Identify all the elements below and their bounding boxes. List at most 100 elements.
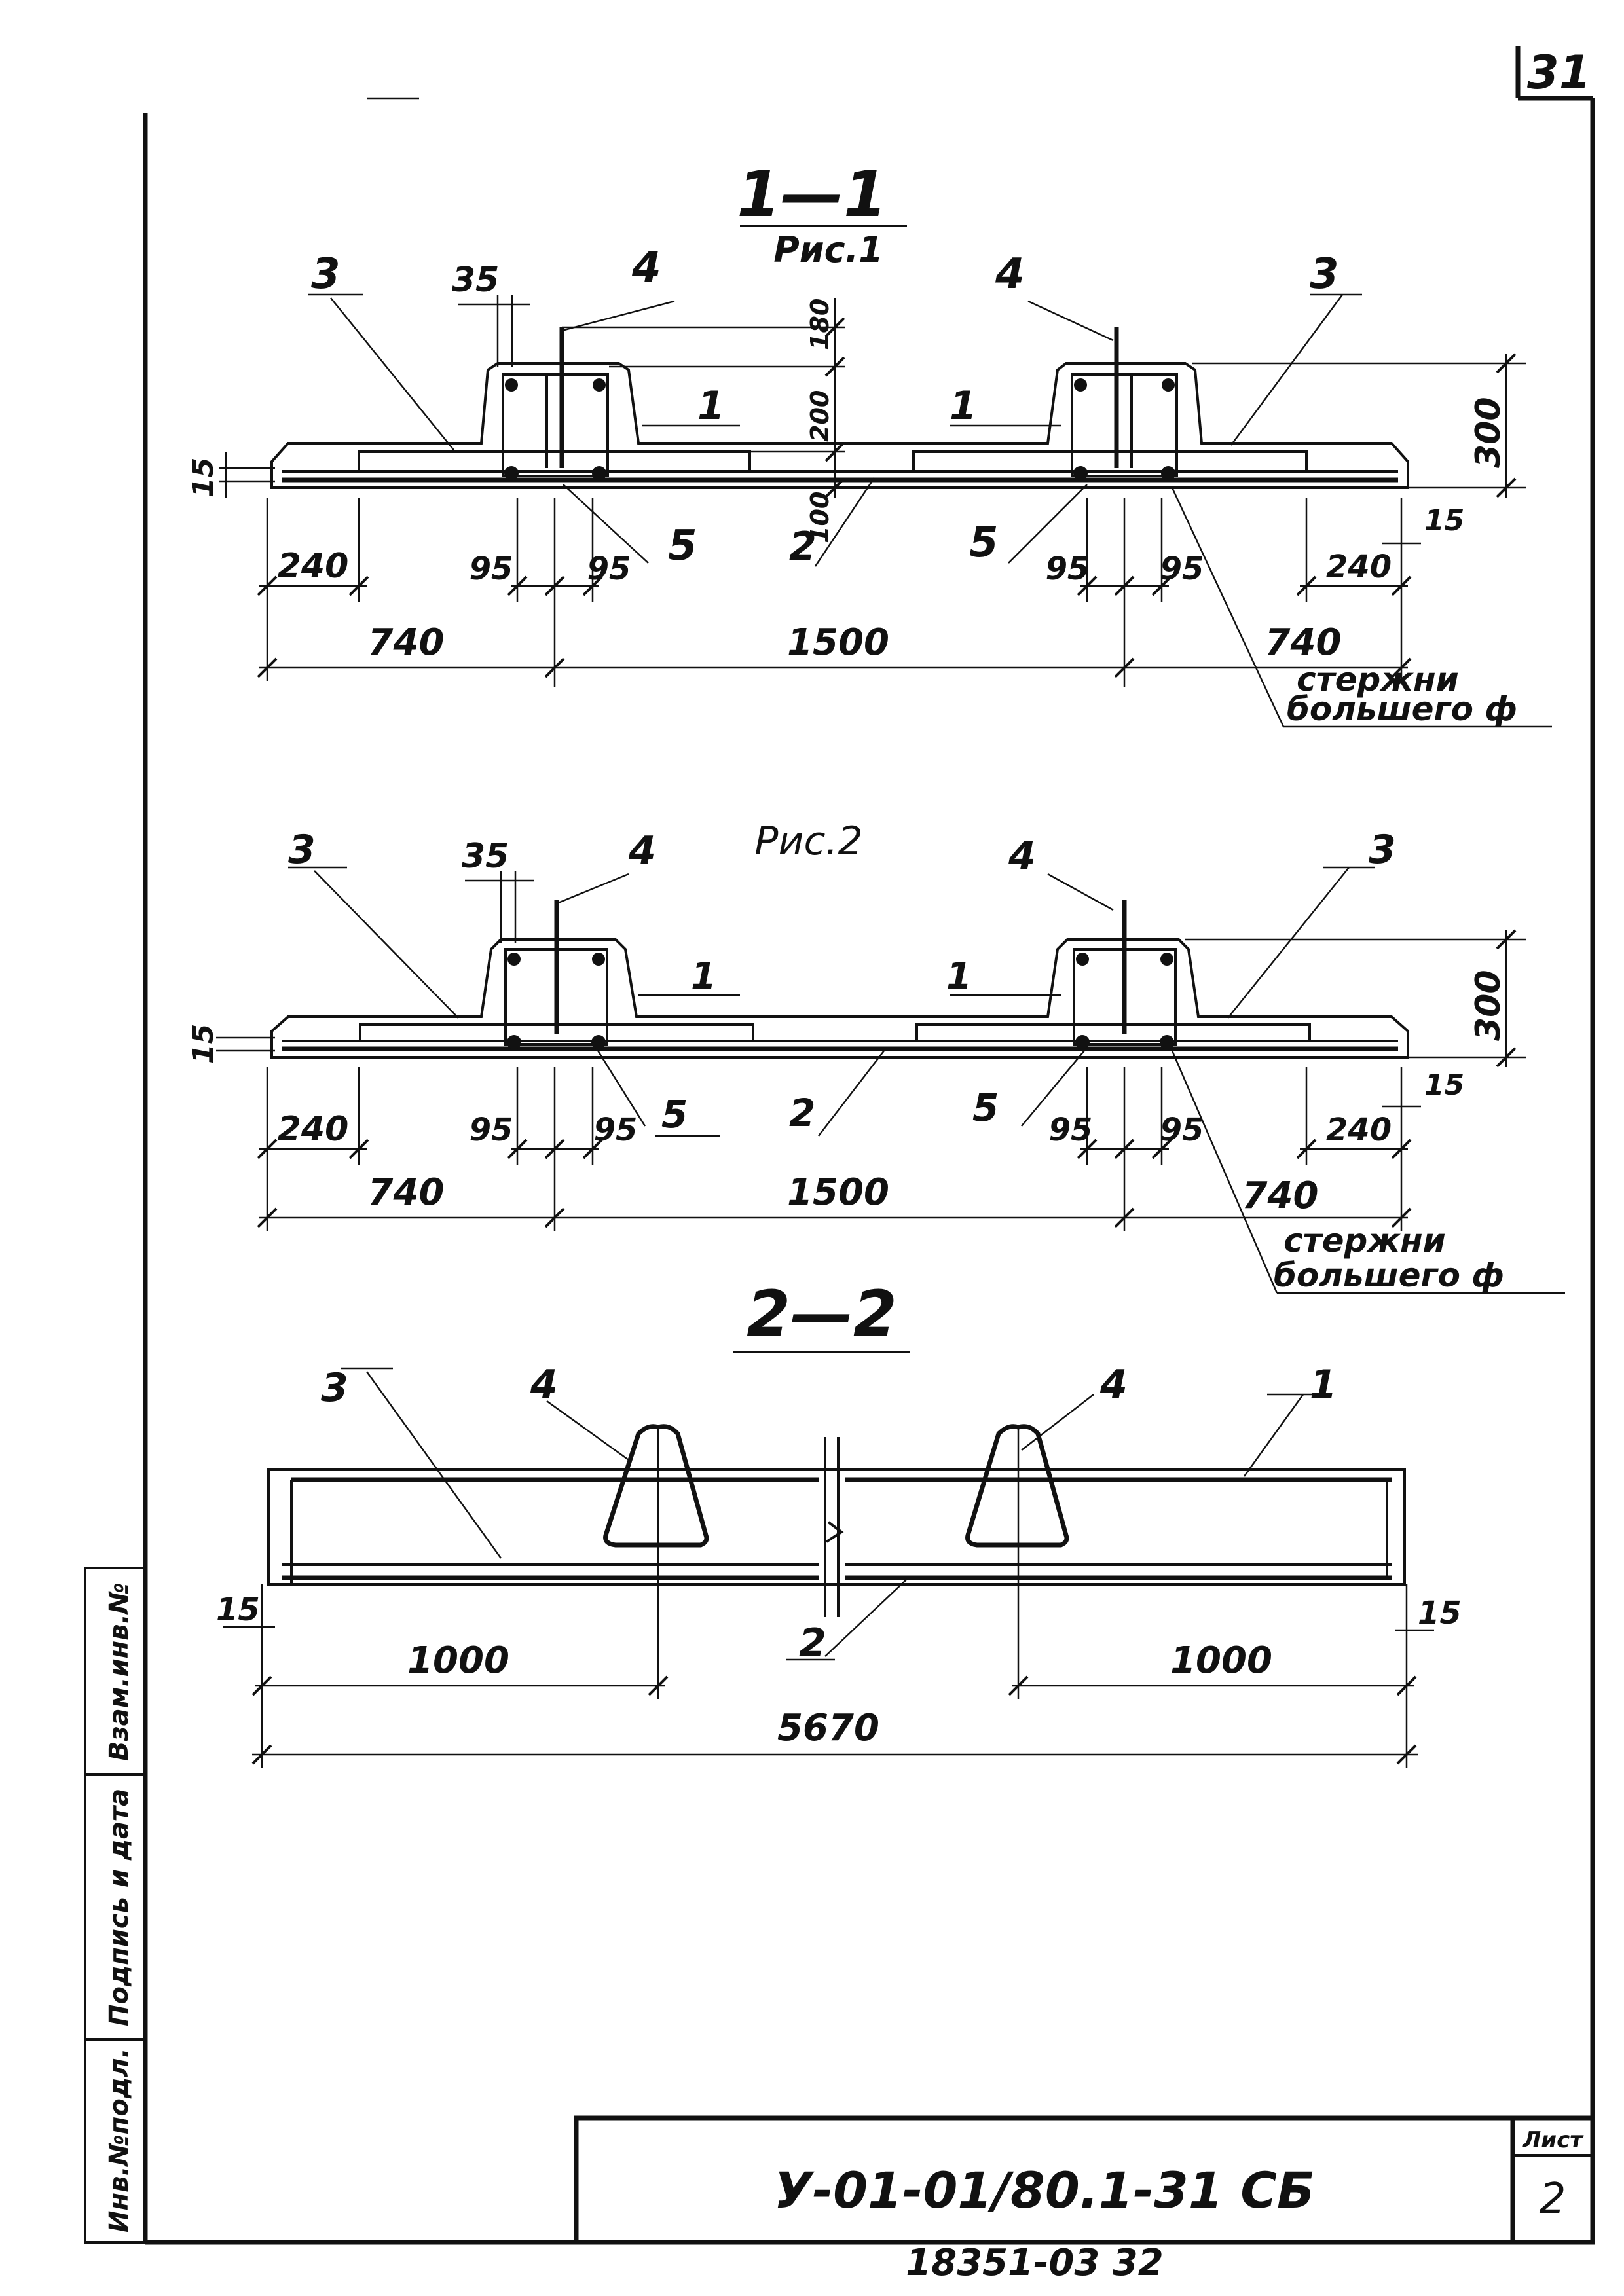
dim-740: 740 (1265, 621, 1342, 664)
rebar-dot (1073, 466, 1088, 481)
mark-5: 5 (668, 522, 697, 570)
sleeper-elevation (267, 1468, 1406, 1586)
mark-1: 1 (697, 383, 725, 429)
section-2-2-title: 2—2 (747, 1277, 897, 1351)
dim-15-left: 15 (187, 458, 220, 498)
dim-15-right: 15 (1418, 1595, 1462, 1631)
drawing-designation: У-01-01/80.1-31 СБ (774, 2161, 1315, 2219)
dim-100: 100 (805, 492, 834, 543)
sleeper-outline (270, 362, 1409, 489)
dim-1500: 1500 (787, 1171, 889, 1214)
mark-2: 2 (789, 524, 817, 570)
mark-1: 1 (1310, 1362, 1337, 1408)
note-rods-line1: стержни (1283, 1222, 1446, 1260)
title-block: У-01-01/80.1-31 СБ Лист 2 (574, 2115, 1595, 2245)
rebar-dot (505, 378, 518, 392)
dim-300: 300 (1469, 970, 1508, 1041)
rebar-dot (504, 466, 519, 481)
dim-240: 240 (278, 1110, 349, 1149)
dim-5670: 5670 (777, 1707, 879, 1749)
mark-5: 5 (972, 1085, 999, 1130)
sheet-label: Лист (1522, 2127, 1584, 2153)
dim-95: 95 (587, 551, 631, 587)
mark-5: 5 (969, 519, 999, 567)
rebar-dot (1076, 953, 1089, 966)
rebar-dot (507, 953, 521, 966)
mark-3: 3 (321, 1365, 348, 1411)
mark-1: 1 (691, 955, 716, 998)
stamp-field-signature: Подпись и дата (104, 1789, 134, 2026)
dim-35: 35 (462, 837, 509, 876)
rebar-dot (1160, 1035, 1174, 1049)
mark-4: 4 (530, 1362, 558, 1408)
section-1-1: 1—1 Рис.1 (187, 158, 1552, 728)
loop-4-right (965, 1424, 1069, 1548)
dim-1000-right: 1000 (1170, 1639, 1272, 1682)
dim-95: 95 (1160, 1112, 1204, 1148)
rebar-dot (1161, 466, 1175, 481)
stamp-field-inventory: Инв.№подл. (104, 2048, 134, 2232)
dim-240: 240 (278, 547, 349, 586)
note-rods-line2: большего ф (1287, 690, 1517, 728)
dim-740: 740 (368, 1171, 445, 1214)
dim-35: 35 (452, 261, 499, 300)
note-rods-line2: большего ф (1274, 1256, 1504, 1294)
dim-300: 300 (1469, 397, 1508, 468)
mark-1: 1 (946, 955, 972, 998)
inventory-number: 18351-03 32 (906, 2242, 1163, 2284)
bar-3-right (915, 1023, 1311, 1041)
mark-3: 3 (1310, 250, 1339, 299)
dim-240: 240 (1326, 549, 1392, 585)
cage-left (502, 373, 609, 477)
rebar-dot (591, 1035, 606, 1049)
mark-5: 5 (661, 1092, 688, 1137)
dim-95: 95 (470, 1112, 513, 1148)
figure-2: Рис.2 3 3 4 (187, 818, 1565, 1294)
dim-95: 95 (1160, 551, 1204, 587)
section-2-2: 2—2 3 4 4 1 2 15 15 (216, 1277, 1462, 1768)
figure-2-title: Рис.2 (754, 818, 862, 864)
mark-3: 3 (288, 827, 316, 873)
dim-240: 240 (1326, 1112, 1392, 1148)
mark-3: 3 (1369, 827, 1396, 873)
rebar-dot (1074, 378, 1087, 392)
dim-15-right: 15 (1424, 1068, 1464, 1102)
dim-15-right: 15 (1424, 504, 1464, 538)
mark-4: 4 (995, 250, 1025, 299)
dim-15-left: 15 (216, 1592, 260, 1628)
bar-3-left (358, 450, 751, 471)
rebar-dot (1162, 378, 1175, 392)
mark-2: 2 (789, 1091, 815, 1135)
rebar-dot (592, 466, 606, 481)
loop-4-left (603, 1424, 709, 1548)
dim-95: 95 (594, 1112, 638, 1148)
mark-1: 1 (950, 383, 977, 429)
mark-3: 3 (311, 250, 341, 299)
side-stamp: Инв.№подл. Подпись и дата Взам.инв.№ (84, 1567, 147, 2244)
section-1-1-title: 1—1 (737, 158, 887, 231)
sleeper-outline (270, 938, 1409, 1059)
rebar-dot (593, 378, 606, 392)
dim-740: 740 (1242, 1175, 1319, 1217)
dim-200: 200 (805, 390, 834, 442)
dim-1500: 1500 (787, 621, 889, 664)
rebar-dot (1075, 1035, 1090, 1049)
note-rods-line1: стержни (1297, 661, 1459, 699)
rebar-dot (507, 1035, 521, 1049)
dim-95: 95 (1049, 1112, 1093, 1148)
dim-95: 95 (1046, 551, 1090, 587)
dim-740: 740 (368, 621, 445, 664)
dim-180: 180 (805, 299, 834, 350)
mark-2: 2 (799, 1620, 826, 1666)
sheet-value: 2 (1540, 2175, 1566, 2223)
mark-4: 4 (1008, 833, 1036, 879)
dim-95: 95 (470, 551, 513, 587)
mark-4: 4 (631, 244, 661, 292)
section-1-1-subtitle: Рис.1 (773, 229, 883, 270)
rebar-dot (1160, 953, 1173, 966)
rebar-dot (592, 953, 605, 966)
dim-1000-left: 1000 (407, 1639, 509, 1682)
dim-15-left: 15 (187, 1024, 220, 1064)
cage-right (1071, 373, 1178, 477)
